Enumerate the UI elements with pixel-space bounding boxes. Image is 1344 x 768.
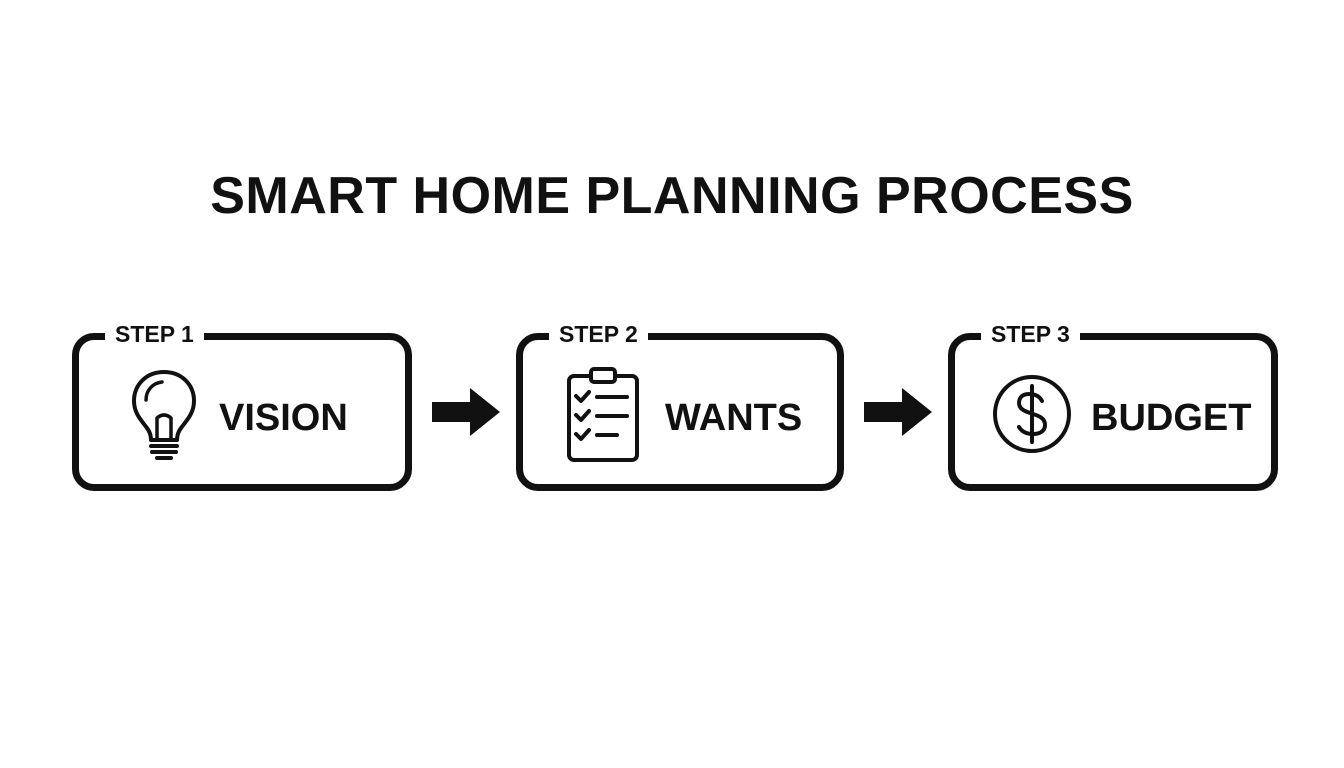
arrow-right-icon [864,388,932,436]
lightbulb-icon [132,370,196,460]
step-1-name: VISION [219,397,348,439]
step-2-name: WANTS [665,397,803,439]
step-3-box: STEP 3 BUDGET [948,320,1278,491]
step-1-box: STEP 1 VISION [72,320,412,491]
step-3-label: STEP 3 [981,320,1080,348]
clipboard-checklist-icon [567,367,639,462]
arrow-right-icon [432,388,500,436]
step-2-box: STEP 2 WANTS [516,320,844,491]
dollar-coin-icon [993,375,1071,453]
page-title: SMART HOME PLANNING PROCESS [210,167,1134,225]
step-3-name: BUDGET [1091,397,1252,439]
step-1-label: STEP 1 [105,320,204,348]
step-2-label: STEP 2 [549,320,648,348]
